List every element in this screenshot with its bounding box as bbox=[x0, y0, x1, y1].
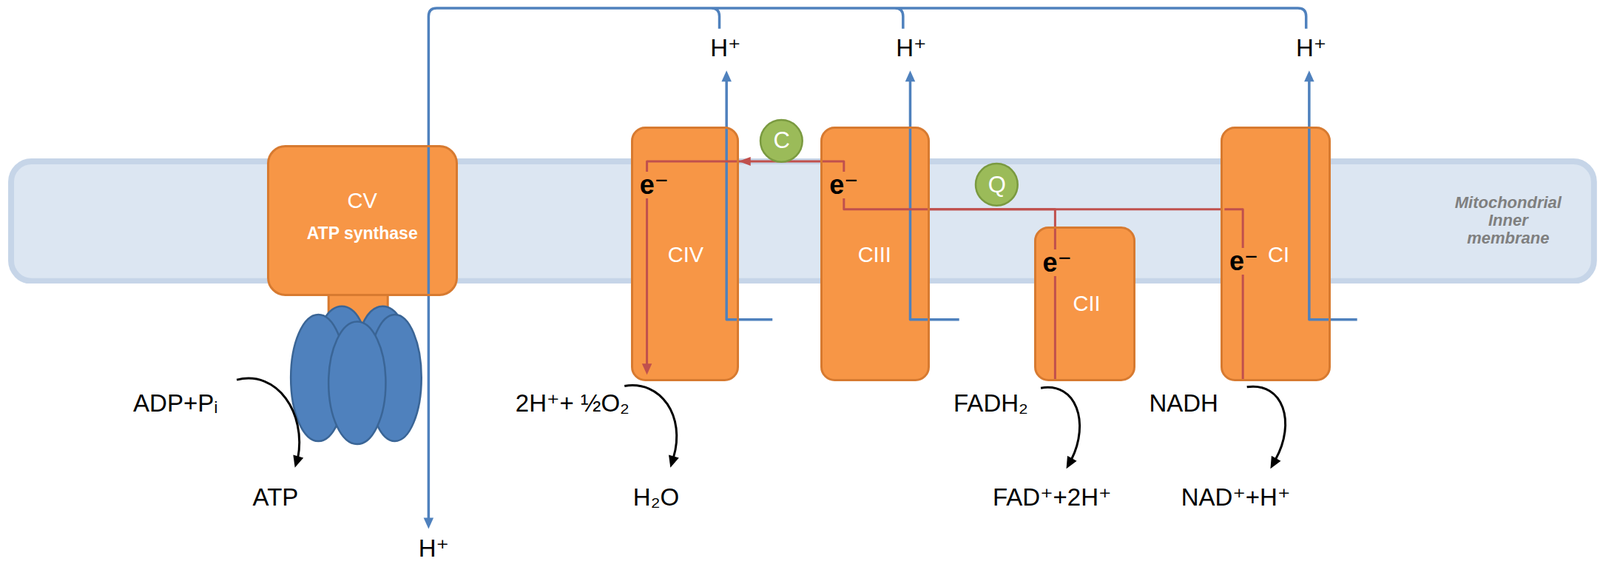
proton-label-holder: H⁺ bbox=[418, 534, 450, 562]
reaction-arrow bbox=[1247, 386, 1286, 460]
electron-label: e⁻ bbox=[1040, 249, 1075, 276]
electron-label-holder: e⁻ bbox=[1227, 247, 1261, 275]
proton-return-line bbox=[428, 144, 458, 296]
carrier-name-holder: Q bbox=[988, 172, 1007, 198]
proton-return-line bbox=[820, 126, 930, 381]
product-label-holder: FAD⁺+2H⁺ bbox=[992, 483, 1112, 511]
reaction-arrowhead bbox=[292, 454, 304, 467]
reaction-arrowhead bbox=[1270, 455, 1281, 469]
complex-name: CIV bbox=[667, 243, 704, 268]
carrier-circle: Q bbox=[974, 161, 1020, 208]
band-outline bbox=[11, 161, 1595, 282]
proton-arrowhead bbox=[721, 70, 732, 82]
complex-name-holder: CIII bbox=[858, 243, 892, 268]
complex-name-holder: CV bbox=[347, 189, 378, 214]
reaction-arrow bbox=[1040, 386, 1080, 459]
membrane-label-holder: Mitochondrial Inner membrane bbox=[1446, 193, 1569, 248]
reactant-label-holder: ADP+Pᵢ bbox=[133, 389, 218, 417]
reactant-label: ADP+Pᵢ bbox=[133, 389, 218, 417]
carrier-name: C bbox=[773, 127, 790, 154]
proton-return-line bbox=[1220, 126, 1307, 381]
reactant-label: FADH₂ bbox=[953, 389, 1029, 417]
complex-name-holder: CI bbox=[1267, 243, 1290, 268]
product-label: FAD⁺+2H⁺ bbox=[992, 483, 1112, 511]
reactant-label-holder: NADH bbox=[1148, 389, 1219, 417]
proton-label-holder: H⁺ bbox=[710, 34, 741, 62]
complex-name-holder: CIV bbox=[667, 243, 704, 268]
membrane-label: Mitochondrial Inner membrane bbox=[1446, 193, 1569, 248]
proton-label-holder: H⁺ bbox=[1295, 34, 1327, 62]
electron-arrowhead bbox=[642, 363, 653, 375]
product-label: NAD⁺+H⁺ bbox=[1181, 483, 1291, 511]
proton-label: H⁺ bbox=[895, 34, 927, 62]
product-label: ATP bbox=[252, 483, 299, 511]
complex-box: e⁻CI bbox=[1220, 126, 1331, 381]
reactant-label: NADH bbox=[1148, 389, 1219, 417]
proton-pump-line bbox=[1309, 126, 1331, 320]
complex-name: CII bbox=[1073, 292, 1101, 316]
proton-arrowhead bbox=[1304, 70, 1315, 82]
complex-box: e⁻ CIV bbox=[630, 126, 739, 381]
electron-label: e⁻ bbox=[1227, 247, 1261, 275]
proton-pump-line bbox=[909, 126, 930, 320]
product-label-holder: ATP bbox=[252, 483, 299, 511]
product-label-holder: NAD⁺+H⁺ bbox=[1181, 483, 1291, 511]
proton-return-line bbox=[1034, 226, 1137, 381]
complex-name: CIII bbox=[858, 243, 892, 268]
enzyme-name: ATP synthase bbox=[306, 224, 418, 243]
circle-outline bbox=[975, 163, 1018, 206]
electron-line bbox=[822, 161, 930, 210]
product-label-holder: H₂O bbox=[633, 483, 680, 511]
complex-box: e⁻ CIII bbox=[820, 126, 930, 381]
reaction-arrowhead bbox=[668, 454, 680, 467]
complex-name-holder: CII bbox=[1073, 292, 1101, 316]
electron-label: e⁻ bbox=[637, 171, 671, 199]
proton-arrowhead bbox=[423, 517, 435, 529]
electron-label-holder: e⁻ bbox=[826, 171, 861, 199]
complex-name: CV bbox=[347, 189, 378, 214]
proton-return-line bbox=[630, 126, 739, 381]
atp-synthase-head bbox=[328, 321, 386, 445]
reaction-arrow bbox=[236, 377, 300, 458]
proton-label-holder: H⁺ bbox=[895, 34, 927, 62]
complex-box: e⁻ CII bbox=[1034, 226, 1137, 381]
reactant-label-holder: 2H⁺+ ½O₂ bbox=[515, 389, 630, 417]
electron-label-holder: e⁻ bbox=[637, 171, 671, 199]
reactant-label: 2H⁺+ ½O₂ bbox=[515, 389, 630, 417]
carrier-name-holder: C bbox=[773, 127, 790, 154]
proton-pump-line bbox=[726, 126, 739, 320]
reaction-arrowhead bbox=[1066, 455, 1078, 469]
proton-label: H⁺ bbox=[710, 34, 741, 62]
electron-line bbox=[1224, 209, 1243, 381]
proton-arrowhead bbox=[905, 70, 916, 82]
carrier-name: Q bbox=[988, 172, 1007, 198]
electron-label: e⁻ bbox=[826, 171, 861, 199]
complex-box: CV ATP synthase bbox=[267, 144, 458, 296]
circle-outline bbox=[760, 119, 803, 162]
proton-label: H⁺ bbox=[1295, 34, 1327, 62]
complex-name: CI bbox=[1267, 243, 1290, 268]
band-shape bbox=[8, 158, 1598, 285]
line-overlay bbox=[267, 144, 458, 296]
enzyme-name-holder: ATP synthase bbox=[306, 224, 418, 243]
membrane-band: Mitochondrial Inner membrane bbox=[8, 158, 1598, 285]
carrier-circle: C bbox=[758, 118, 805, 164]
reactant-label-holder: FADH₂ bbox=[953, 389, 1029, 417]
product-label: H₂O bbox=[633, 483, 680, 511]
reaction-arrow bbox=[624, 385, 677, 458]
proton-label: H⁺ bbox=[418, 534, 450, 562]
electron-label-holder: e⁻ bbox=[1040, 249, 1075, 276]
